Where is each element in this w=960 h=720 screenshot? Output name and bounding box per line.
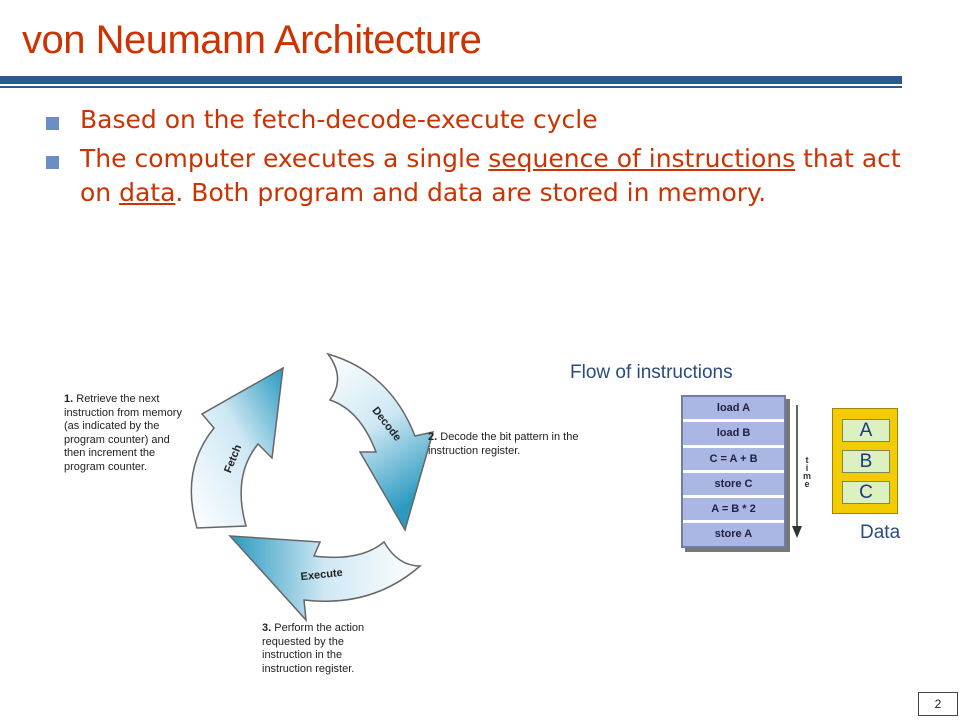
step-number: 1.: [64, 393, 74, 405]
instruction-row: store C: [683, 469, 784, 495]
instruction-stack: load A load B C = A + B store C A = B * …: [681, 395, 786, 548]
time-label-letter: m: [802, 471, 811, 481]
bullet-square-icon: [46, 155, 59, 169]
cycle-step-fetch: 1. Retrieve the next instruction from me…: [64, 393, 192, 474]
data-cell: B: [842, 450, 890, 473]
bullet-text: . Both program and data are stored in me…: [175, 178, 767, 207]
underlined-phrase: sequence of instructions: [488, 143, 796, 173]
underlined-phrase: data: [119, 178, 176, 207]
step-text: Perform the action requested by the inst…: [262, 622, 365, 675]
bullet-list: Based on the fetch-decode-execute cycle …: [46, 103, 906, 215]
instruction-row: store A: [683, 520, 784, 545]
instruction-row: load B: [683, 419, 784, 444]
decode-arrow: [326, 352, 435, 532]
time-label-letter: t: [805, 455, 809, 465]
step-text: Retrieve the next instruction from memor…: [64, 393, 182, 473]
title-divider-thin: [0, 86, 902, 88]
flow-title: Flow of instructions: [570, 362, 733, 383]
bullet-square-icon: [46, 117, 59, 130]
bullet-item: The computer executes a single sequence …: [46, 142, 906, 211]
execute-arrow: [228, 535, 422, 623]
bullet-text: The computer executes a single: [80, 143, 489, 173]
bullet-item: Based on the fetch-decode-execute cycle: [46, 103, 906, 138]
cycle-step-execute: 3. Perform the action requested by the i…: [262, 622, 392, 676]
instruction-row: A = B * 2: [683, 495, 784, 520]
page-number: 2: [918, 692, 958, 716]
title-divider: [0, 76, 902, 84]
step-number: 2.: [428, 431, 438, 443]
fetch-arrow: [190, 366, 284, 529]
data-cell: A: [842, 419, 890, 442]
bullet-text: Based on the fetch-decode-execute cycle: [80, 105, 598, 134]
step-text: Decode the bit pattern in the instructio…: [428, 431, 579, 457]
data-label: Data: [860, 522, 901, 543]
slide-title: von Neumann Architecture: [22, 18, 482, 62]
instruction-row: load A: [716, 402, 751, 414]
execute-arrow-label: Execute: [300, 567, 343, 583]
time-label-letter: e: [804, 479, 810, 489]
time-arrowhead-icon: [792, 526, 802, 538]
cycle-step-decode: 2. Decode the bit pattern in the instruc…: [428, 431, 598, 458]
decode-arrow-label: Decode: [369, 405, 403, 444]
instruction-row: C = A + B: [683, 444, 784, 470]
fetch-arrow-label: Fetch: [222, 443, 244, 475]
time-label-letter: i: [805, 463, 809, 473]
data-box: A B C: [832, 408, 898, 514]
data-cell: C: [842, 481, 890, 504]
step-number: 3.: [262, 622, 272, 634]
bullet-text: that act on: [80, 143, 901, 208]
